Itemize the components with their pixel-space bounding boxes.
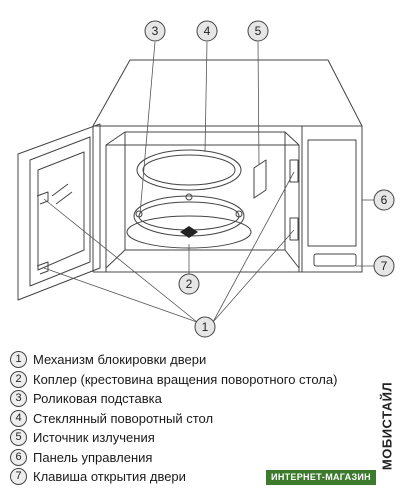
legend-number: 2 — [10, 370, 27, 388]
cabinet-outline — [92, 59, 363, 273]
legend-label: Коплер (крестовина вращения поворотного … — [33, 371, 338, 387]
door-latch-slots — [289, 159, 299, 241]
coupler — [180, 226, 198, 238]
svg-text:1: 1 — [202, 320, 209, 334]
svg-text:7: 7 — [381, 259, 388, 273]
waveguide-cover — [253, 159, 267, 199]
legend-number: 5 — [10, 429, 27, 447]
legend-item: 2 Коплер (крестовина вращения поворотног… — [10, 370, 370, 390]
svg-text:2: 2 — [186, 277, 193, 291]
legend-item: 7 Клавиша открытия двери — [10, 467, 370, 487]
callout-4: 4 — [196, 20, 218, 42]
legend-number: 4 — [10, 409, 27, 427]
svg-text:6: 6 — [381, 193, 388, 207]
microwave-diagram: 3 4 5 6 7 2 1 — [17, 20, 395, 338]
legend-number: 1 — [10, 351, 27, 369]
legend-label: Роликовая подставка — [33, 391, 162, 407]
callout-6: 6 — [373, 189, 395, 211]
legend-item: 1 Механизм блокировки двери — [10, 350, 370, 370]
legend-number: 7 — [10, 468, 27, 486]
open-door — [17, 123, 101, 301]
legend-item: 4 Стеклянный поворотный стол — [10, 409, 370, 429]
legend-number: 6 — [10, 448, 27, 466]
brand-watermark-vertical: МОБИСТАЙЛ — [379, 381, 395, 471]
svg-text:4: 4 — [204, 24, 211, 38]
control-panel — [301, 125, 363, 273]
svg-text:5: 5 — [255, 24, 262, 38]
brand-watermark-strip: ИНТЕРНЕТ-МАГАЗИН — [266, 470, 376, 485]
legend-label: Механизм блокировки двери — [33, 352, 207, 368]
legend-label: Клавиша открытия двери — [33, 469, 186, 485]
callout-5: 5 — [247, 20, 269, 42]
callout-2: 2 — [178, 273, 200, 295]
oven-cavity — [105, 131, 300, 272]
door-hooks — [36, 191, 49, 275]
legend-label: Панель управления — [33, 449, 153, 465]
legend-label: Стеклянный поворотный стол — [33, 410, 214, 426]
callout-7: 7 — [373, 255, 395, 277]
legend-item: 6 Панель управления — [10, 448, 370, 468]
legend-label: Источник излучения — [33, 430, 155, 446]
callout-1: 1 — [194, 316, 216, 338]
svg-text:3: 3 — [152, 24, 159, 38]
leader-lines — [43, 41, 374, 323]
legend-item: 3 Роликовая подставка — [10, 389, 370, 409]
legend-item: 5 Источник излучения — [10, 428, 370, 448]
glass-turntable — [136, 149, 242, 191]
parts-legend: 1 Механизм блокировки двери 2 Коплер (кр… — [10, 350, 370, 487]
legend-number: 3 — [10, 390, 27, 408]
callout-3: 3 — [144, 20, 166, 42]
